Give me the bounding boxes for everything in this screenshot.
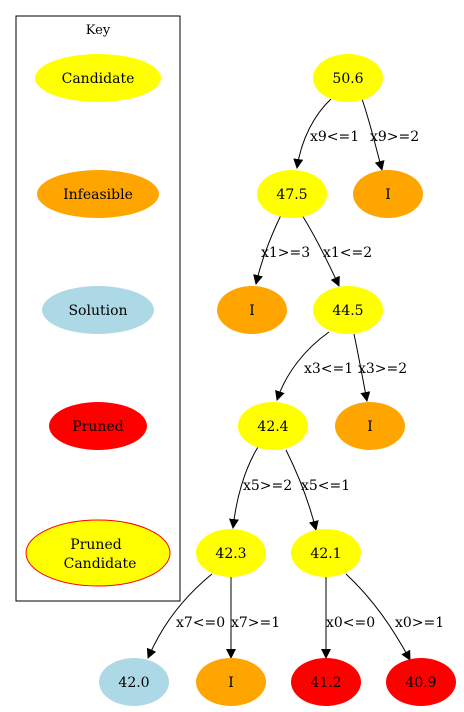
tree-edges (146, 98, 411, 661)
key-pruned-label: Pruned (72, 419, 123, 435)
key-solution-label: Solution (68, 303, 127, 319)
node-infeasible-2-shape (217, 286, 287, 334)
key-infeasible-swatch (37, 170, 159, 218)
key-frame (15, 15, 181, 602)
node-50-6: 50.6 (313, 54, 383, 102)
edge-root-to-47-5 (293, 98, 332, 169)
key-title: Key (86, 23, 111, 38)
key-item-pruned-candidate: Pruned Candidate (25, 519, 171, 587)
key-item-candidate: Candidate (35, 54, 161, 102)
edge-47-5-to-infeasible (253, 214, 282, 285)
edge-label-x3-le-1: x3<=1 (304, 361, 353, 377)
node-40-9-shape (386, 658, 456, 706)
node-infeasible-4: I (196, 658, 266, 706)
node-42-0-label: 42.0 (118, 675, 149, 691)
key-candidate-label: Candidate (62, 71, 135, 87)
edge-label-x1-ge-3: x1>=3 (261, 245, 310, 261)
node-infeasible-3-label: I (367, 419, 373, 435)
edge-label-x9-ge-2: x9>=2 (370, 129, 419, 145)
edge-42-4-to-42-3 (228, 446, 259, 529)
node-infeasible-1-label: I (385, 187, 391, 203)
node-42-1-shape (291, 529, 361, 577)
key-solution-swatch (42, 286, 154, 334)
node-infeasible-3: I (335, 402, 405, 450)
key-infeasible-label: Infeasible (63, 187, 133, 203)
node-41-2-label: 41.2 (310, 675, 341, 691)
edge-label-x5-le-1: x5<=1 (301, 478, 350, 494)
edge-label-x3-ge-2: x3>=2 (358, 361, 407, 377)
node-40-9: 40.9 (386, 658, 456, 706)
node-42-1: 42.1 (291, 529, 361, 577)
node-infeasible-3-shape (335, 402, 405, 450)
node-47-5-shape (257, 170, 327, 218)
edge-42-1-to-40-9 (345, 573, 411, 661)
node-42-3-shape (196, 529, 266, 577)
node-50-6-label: 50.6 (332, 71, 363, 87)
node-42-0-shape (99, 658, 169, 706)
node-42-3: 42.3 (196, 529, 266, 577)
node-infeasible-2-label: I (249, 303, 255, 319)
key-item-pruned: Pruned (49, 402, 147, 450)
node-42-4-label: 42.4 (257, 419, 288, 435)
node-44-5-shape (313, 286, 383, 334)
key-candidate-swatch (35, 54, 161, 102)
key-pruned-candidate-swatch (25, 519, 171, 587)
node-50-6-shape (313, 54, 383, 102)
node-infeasible-1: I (353, 170, 423, 218)
edge-label-x9-le-1: x9<=1 (310, 129, 359, 145)
node-42-0: 42.0 (99, 658, 169, 706)
edge-label-x5-ge-2: x5>=2 (243, 478, 292, 494)
node-infeasible-4-label: I (228, 675, 234, 691)
edge-root-to-infeasible (361, 98, 385, 171)
edge-label-x7-ge-1: x7>=1 (231, 615, 280, 631)
edge-44-5-to-42-4 (275, 331, 330, 401)
key-pruned-candidate-label-line2: Candidate (64, 556, 137, 572)
edge-label-x7-le-0: x7<=0 (176, 615, 225, 631)
node-infeasible-2: I (217, 286, 287, 334)
key-pruned-swatch (49, 402, 147, 450)
node-44-5-label: 44.5 (332, 303, 363, 319)
node-44-5: 44.5 (313, 286, 383, 334)
edge-47-5-to-44-5 (301, 214, 340, 287)
node-infeasible-1-shape (353, 170, 423, 218)
edge-44-5-to-infeasible (353, 333, 371, 402)
key-item-solution: Solution (42, 286, 154, 334)
edge-42-3-to-42-0 (146, 573, 213, 659)
node-41-2: 41.2 (291, 658, 361, 706)
node-42-4-shape (238, 402, 308, 450)
node-47-5-label: 47.5 (276, 187, 307, 203)
edge-label-x0-le-0: x0<=0 (326, 615, 375, 631)
edge-42-4-to-42-1 (285, 449, 319, 531)
node-42-4: 42.4 (238, 402, 308, 450)
node-40-9-label: 40.9 (405, 675, 436, 691)
edge-label-x0-ge-1: x0>=1 (395, 615, 444, 631)
key-pruned-candidate-label-line1: Pruned (70, 537, 121, 553)
node-infeasible-4-shape (196, 658, 266, 706)
node-41-2-shape (291, 658, 361, 706)
key-item-infeasible: Infeasible (37, 170, 159, 218)
node-42-1-label: 42.1 (310, 546, 341, 562)
edge-label-x1-le-2: x1<=2 (323, 245, 372, 261)
key-legend: Key Candidate Infeasible Solution Pruned… (15, 15, 181, 602)
edge-labels: x9<=1 x9>=2 x1>=3 x1<=2 x3<=1 x3>=2 x5>=… (176, 129, 444, 631)
tree-nodes: 50.6 47.5 I I 44.5 42.4 I 42.3 (99, 54, 456, 706)
node-47-5: 47.5 (257, 170, 327, 218)
node-42-3-label: 42.3 (215, 546, 246, 562)
